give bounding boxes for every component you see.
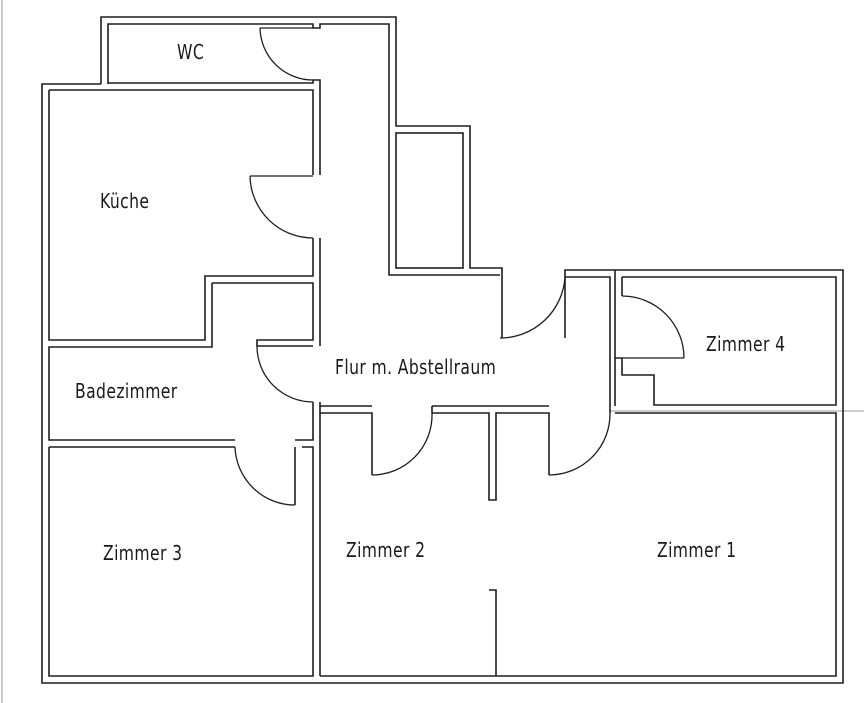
room-label-kueche: Küche xyxy=(100,189,150,213)
door-zimmer4 xyxy=(621,295,685,359)
room-label-zimmer2: Zimmer 2 xyxy=(346,538,426,562)
door-closet xyxy=(499,276,566,339)
door-zimmer1 xyxy=(548,412,611,476)
room-label-zimmer1: Zimmer 1 xyxy=(657,538,737,562)
door-zimmer2 xyxy=(371,412,433,476)
room-label-zimmer4: Zimmer 4 xyxy=(706,332,786,356)
door-badezimmer-zimmer3 xyxy=(234,446,296,506)
zimmer2-walls xyxy=(319,406,837,677)
door-kueche xyxy=(249,175,314,239)
kueche-walls xyxy=(48,89,321,341)
room-label-zimmer3: Zimmer 3 xyxy=(103,541,183,565)
room-label-flur: Flur m. Abstellraum xyxy=(335,355,497,379)
door-badezimmer xyxy=(256,345,314,403)
room-label-badezimmer: Badezimmer xyxy=(75,379,178,403)
zimmer4-walls xyxy=(615,276,837,406)
zimmer3-walls xyxy=(48,446,314,677)
badezimmer-walls xyxy=(48,282,372,441)
flur-walls xyxy=(319,270,616,413)
door-wc xyxy=(259,27,314,81)
closet-walls xyxy=(395,132,464,269)
room-label-wc: WC xyxy=(177,40,205,64)
outer-wall xyxy=(41,16,844,684)
